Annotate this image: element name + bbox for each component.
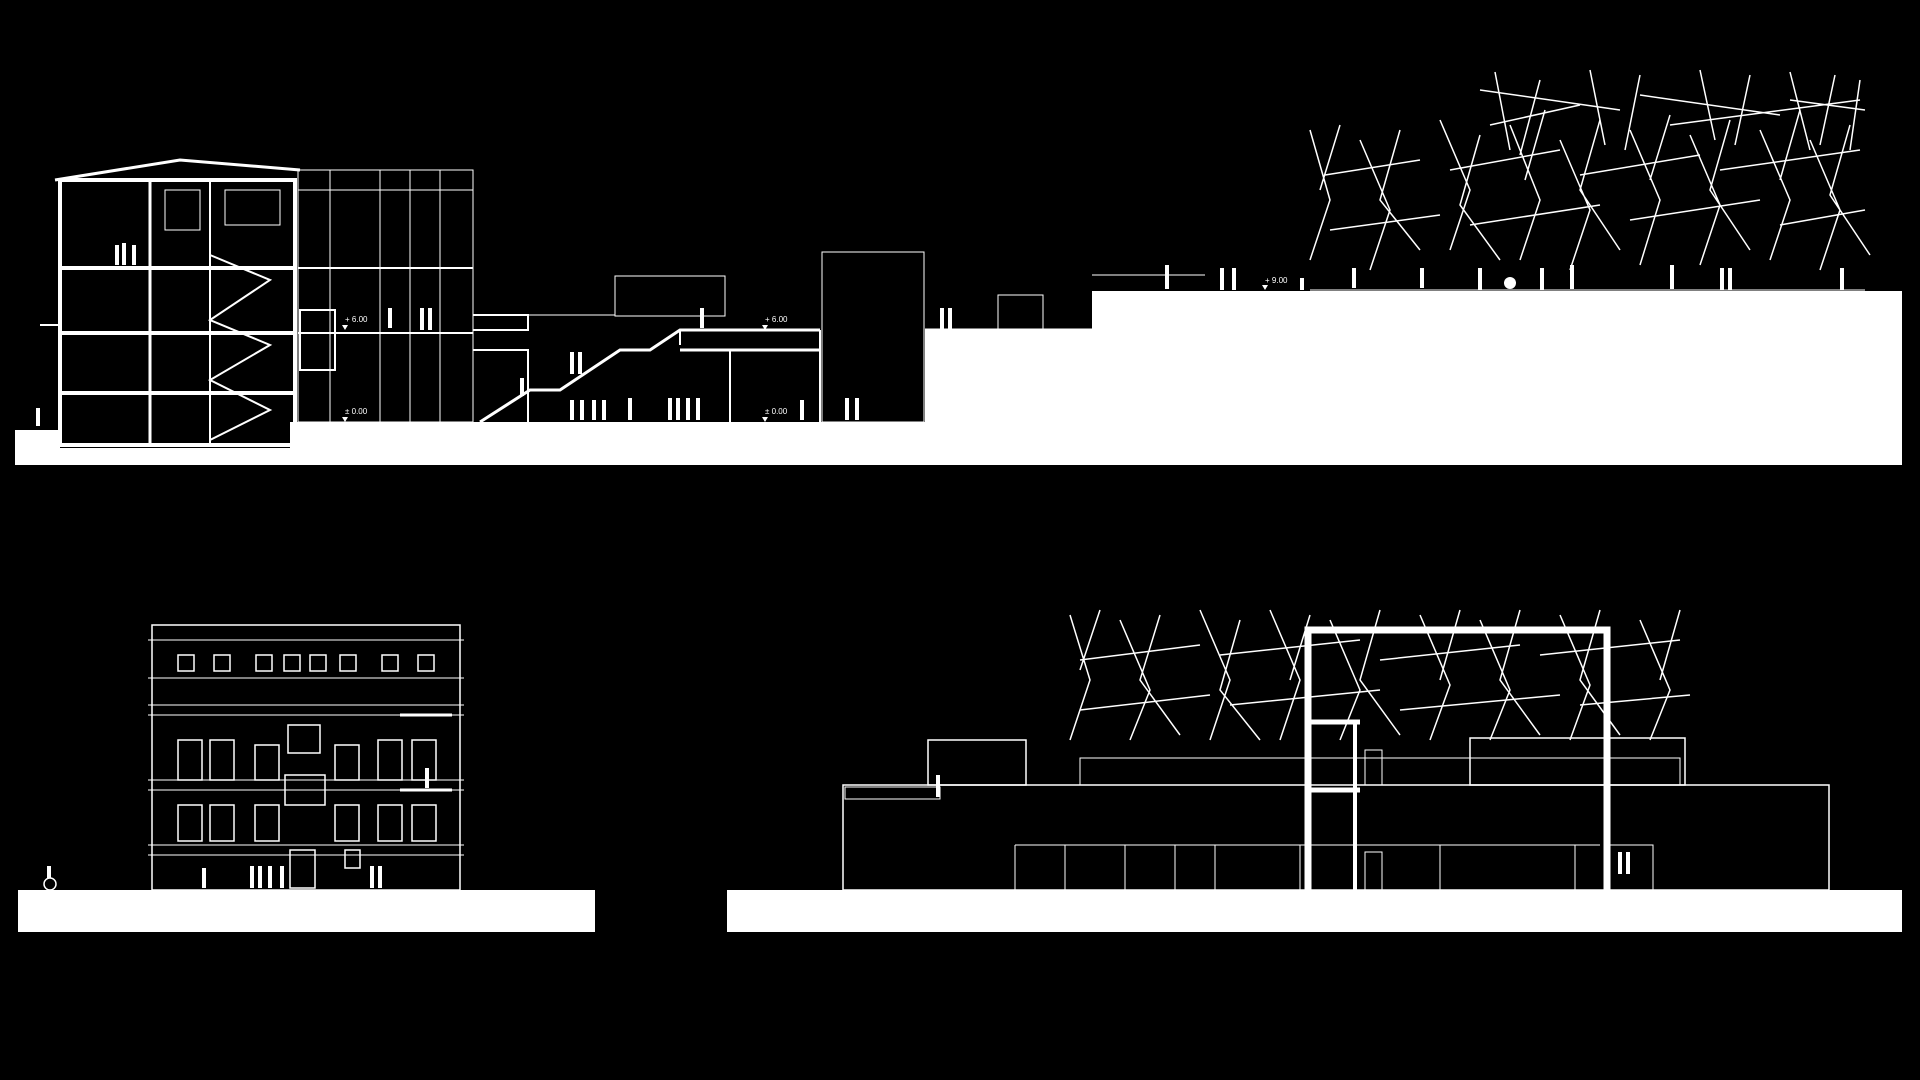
people-front <box>43 768 429 891</box>
section-drawing: + 6.00 ± 0.00 + 6.00 ± 0.00 + 9.00 <box>15 69 1902 465</box>
front-ground-mass <box>18 890 595 932</box>
level-marker-icon <box>762 325 768 330</box>
historic-building-section <box>40 158 301 447</box>
frame-portal <box>1304 626 1611 890</box>
people-side <box>936 775 1630 874</box>
level-marker-icon <box>342 325 348 330</box>
level-zero-mid: ± 0.00 <box>765 407 788 416</box>
middle-section <box>473 251 1205 424</box>
facade-balconies <box>400 713 452 792</box>
side-ground-mass <box>727 890 1902 932</box>
historic-staircase <box>207 254 273 441</box>
level-marker-icon <box>1262 285 1268 290</box>
side-elevation-drawing <box>727 609 1902 932</box>
front-elevation-drawing <box>18 624 595 932</box>
tree-canopy-top <box>1309 69 1871 291</box>
facade-windows <box>177 654 437 889</box>
historic-facade <box>151 624 461 891</box>
level-markers: + 6.00 ± 0.00 + 6.00 ± 0.00 + 9.00 <box>342 276 1288 422</box>
side-building-mass <box>842 737 1830 891</box>
glass-tower-section <box>297 169 474 423</box>
level-plus-6-left: + 6.00 <box>345 315 368 324</box>
level-plus-6-mid: + 6.00 <box>765 315 788 324</box>
people-section <box>36 243 1844 426</box>
level-zero-left: ± 0.00 <box>345 407 368 416</box>
level-marker-icon <box>762 417 768 422</box>
section-ground-mass <box>15 291 1902 465</box>
level-marker-icon <box>342 417 348 422</box>
level-plus-9: + 9.00 <box>1265 276 1288 285</box>
